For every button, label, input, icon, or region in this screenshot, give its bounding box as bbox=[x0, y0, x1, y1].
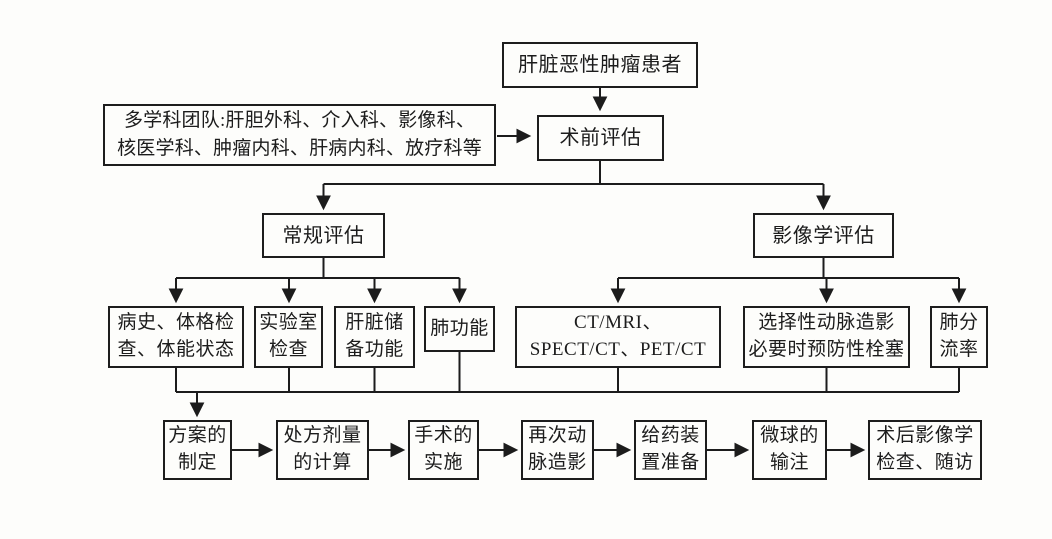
node-history-physical-status: 病史、体格检 查、体能状态 bbox=[108, 306, 244, 368]
node-repeat-angiography: 再次动 脉造影 bbox=[521, 420, 594, 480]
node-lung-function: 肺功能 bbox=[424, 306, 495, 352]
node-selective-angiography: 选择性动脉造影 必要时预防性栓塞 bbox=[743, 306, 910, 368]
node-prescription-dose-calculation: 处方剂量 的计算 bbox=[276, 420, 369, 480]
node-laboratory-test: 实验室 检查 bbox=[254, 306, 323, 368]
node-postop-imaging-followup: 术后影像学 检查、随访 bbox=[868, 420, 982, 480]
node-plan-formulation: 方案的 制定 bbox=[163, 420, 232, 480]
node-ct-mri-spect-pet: CT/MRI、 SPECT/CT、PET/CT bbox=[515, 306, 721, 368]
node-surgery-implementation: 手术的 实施 bbox=[408, 420, 479, 480]
node-lung-shunt-fraction: 肺分 流率 bbox=[930, 306, 988, 368]
node-multidisciplinary-team: 多学科团队:肝胆外科、介入科、影像科、 核医学科、肿瘤内科、肝病内科、放疗科等 bbox=[103, 104, 496, 166]
node-liver-reserve-function: 肝脏储 备功能 bbox=[334, 306, 415, 368]
connector-group bbox=[168, 88, 967, 458]
node-microsphere-infusion: 微球的 输注 bbox=[752, 420, 827, 480]
node-preoperative-evaluation: 术前评估 bbox=[537, 115, 664, 161]
node-delivery-device-preparation: 给药装 置准备 bbox=[634, 420, 707, 480]
node-routine-evaluation: 常规评估 bbox=[262, 213, 385, 258]
node-patient: 肝脏恶性肿瘤患者 bbox=[502, 42, 698, 88]
node-imaging-evaluation: 影像学评估 bbox=[753, 213, 894, 258]
